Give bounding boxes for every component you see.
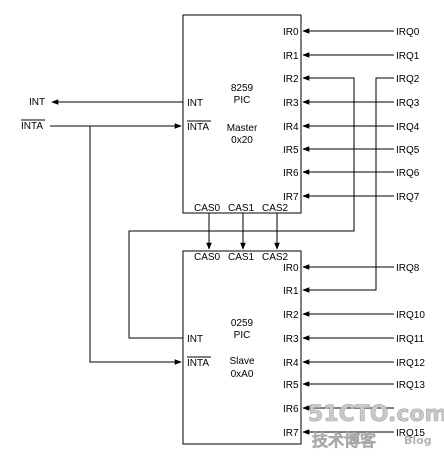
external-inta-label: INTA — [21, 121, 43, 132]
master-pin-inta: INTA — [187, 122, 209, 133]
irq-label-3: IRQ3 — [396, 98, 420, 109]
master-addr-label: 0x20 — [231, 135, 253, 146]
slave-addr-label: 0xA0 — [231, 369, 254, 380]
watermark: 51CTO.com 技术博客 Blog — [308, 402, 444, 451]
watermark-sub: 技术博客 — [312, 431, 377, 450]
slave-cas0: CAS0 — [194, 252, 221, 263]
slave-pin-ir7: IR7 — [283, 428, 299, 439]
master-cas0: CAS0 — [194, 203, 221, 214]
watermark-blog: Blog — [404, 434, 432, 447]
master-pin-ir3: IR3 — [283, 98, 299, 109]
irq-label-7: IRQ7 — [396, 192, 420, 203]
irq-label-10: IRQ10 — [396, 310, 425, 321]
cascade-lines — [50, 75, 394, 365]
slave-pin-ir3: IR3 — [283, 334, 299, 345]
irq-label-11: IRQ11 — [396, 334, 425, 345]
slave-pin-ir5: IR5 — [283, 380, 299, 391]
slave-pin-ir6: IR6 — [283, 404, 299, 415]
master-pin-ir1: IR1 — [283, 51, 299, 62]
irq-label-15: IRQ15 — [396, 428, 425, 439]
slave-pin-ir2: IR2 — [283, 310, 299, 321]
watermark-site: 51CTO.com — [308, 402, 444, 427]
master-cas2: CAS2 — [262, 203, 289, 214]
master-pin-ir0: IR0 — [283, 27, 299, 38]
master-irq-lines — [302, 28, 394, 199]
slave-chip-label: 0259 — [231, 318, 254, 329]
slave-pin-ir0: IR0 — [283, 263, 299, 274]
slave-int-to-master-ir2-line — [128, 75, 355, 339]
slave-cas2: CAS2 — [262, 252, 289, 263]
master-chip-label: 8259 — [231, 83, 254, 94]
slave-pic-box — [182, 250, 302, 445]
master-pin-ir4: IR4 — [283, 122, 299, 133]
irq-label-1: IRQ1 — [396, 51, 420, 62]
slave-pin-ir1: IR1 — [283, 286, 299, 297]
slave-role-label: Slave — [229, 356, 254, 367]
master-cas1: CAS1 — [228, 203, 255, 214]
irq-label-2: IRQ2 — [396, 74, 420, 85]
inta-to-slave-line — [89, 126, 182, 365]
slave-type-label: PIC — [234, 330, 251, 341]
irq-label-0: IRQ0 — [396, 27, 420, 38]
slave-pin-inta: INTA — [187, 358, 209, 369]
slave-pin-int: INT — [187, 334, 203, 345]
irq-label-4: IRQ4 — [396, 122, 420, 133]
master-role-label: Master — [227, 123, 258, 134]
master-pic-box — [182, 14, 302, 214]
master-pin-ir6: IR6 — [283, 168, 299, 179]
external-int-label: INT — [29, 97, 45, 108]
slave-irq-lines — [302, 264, 394, 435]
irq2-to-slave-ir1-line — [302, 77, 394, 293]
master-pin-ir7: IR7 — [283, 192, 299, 203]
irq-label-13: IRQ13 — [396, 380, 425, 391]
slave-pin-ir4: IR4 — [283, 358, 299, 369]
irq-label-6: IRQ6 — [396, 168, 420, 179]
irq-label-8: IRQ8 — [396, 263, 420, 274]
irq-label-5: IRQ5 — [396, 145, 420, 156]
master-pin-int: INT — [187, 98, 203, 109]
master-pin-ir2: IR2 — [283, 74, 299, 85]
slave-cas1: CAS1 — [228, 252, 255, 263]
master-type-label: PIC — [234, 95, 251, 106]
master-pin-ir5: IR5 — [283, 145, 299, 156]
irq-label-12: IRQ12 — [396, 358, 425, 369]
